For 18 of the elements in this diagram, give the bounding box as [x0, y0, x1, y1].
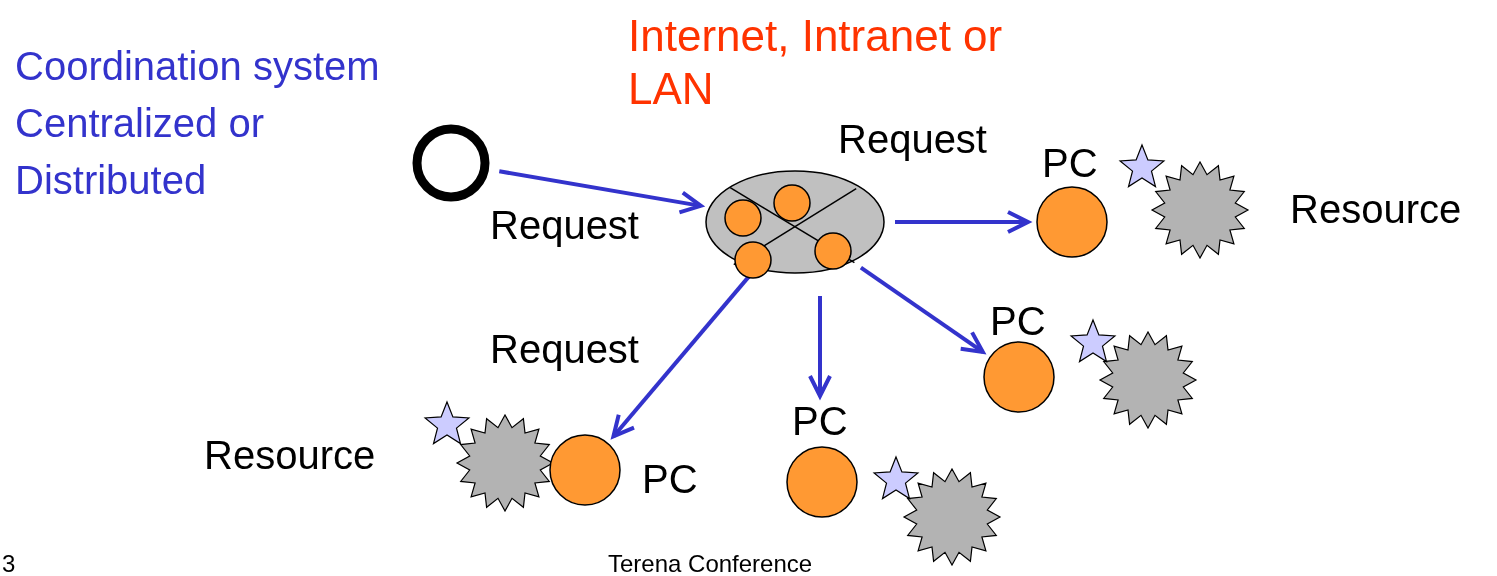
pc-label: PC — [990, 298, 1046, 344]
arrow — [808, 296, 832, 398]
edge-label: Request — [490, 202, 639, 248]
arrow — [895, 210, 1030, 234]
edge-label: Request — [490, 326, 639, 372]
arrow — [498, 169, 703, 215]
edge-label: Request — [838, 116, 987, 162]
page-number: 3 — [2, 550, 16, 576]
pc-label: PC — [642, 456, 698, 502]
resource-label: Resource — [1290, 186, 1462, 232]
pc-label: PC — [1042, 140, 1098, 186]
arrow — [859, 265, 985, 354]
resource-label: Resource — [204, 432, 376, 478]
network-label: Internet, Intranet or LAN — [628, 10, 1004, 115]
pc-label: PC — [792, 398, 848, 444]
footer-text: Terena Conference — [608, 550, 813, 576]
arrow — [611, 275, 751, 439]
description-text: Coordination system Centralized or Distributed — [15, 43, 381, 205]
